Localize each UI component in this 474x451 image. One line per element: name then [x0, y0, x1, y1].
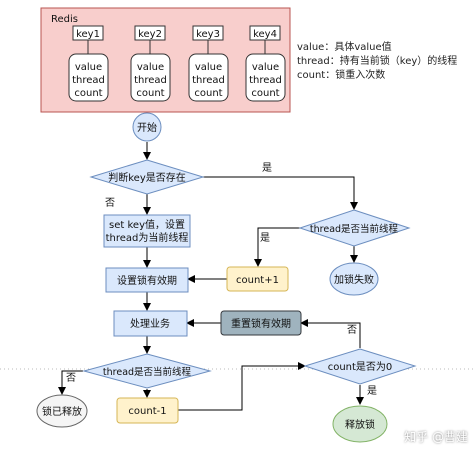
- edge-count-zero-no: [300, 319, 361, 348]
- thread-current-top-label: thread是否当前线程: [310, 223, 399, 235]
- count-line: count: [251, 88, 279, 99]
- redis-key-1: key1 value thread count: [68, 25, 109, 102]
- process-node: 处理业务: [113, 310, 188, 337]
- count-plus-node: count+1: [226, 266, 289, 292]
- count-plus-label: count+1: [236, 275, 279, 286]
- count-line: count: [194, 88, 222, 99]
- set-expire-node: 设置锁有效期: [105, 267, 189, 293]
- thread-line: thread: [134, 75, 167, 86]
- label-bottom-thread-no: 否: [66, 372, 76, 384]
- thread-line: thread: [249, 75, 282, 86]
- set-key-node: set key值，设置 thread为当前线程: [103, 214, 191, 248]
- count-zero-decision: count是否为0: [303, 348, 417, 385]
- process-label: 处理业务: [130, 317, 170, 330]
- set-expire-label: 设置锁有效期: [117, 274, 177, 287]
- value-line: value: [252, 62, 279, 73]
- thread-line: thread: [72, 75, 105, 86]
- thread-current-bottom-label: thread是否当前线程: [103, 366, 192, 378]
- redis-key-2: key2 value thread count: [130, 25, 171, 102]
- start-label: 开始: [137, 121, 157, 134]
- thread-current-decision-top: thread是否当前线程: [298, 209, 411, 247]
- key-label: key1: [76, 29, 100, 40]
- legend-count: count：锁重入次数: [297, 70, 386, 81]
- reset-expire-node: 重置锁有效期: [220, 310, 302, 336]
- legend-value: value：具体value值: [297, 42, 392, 53]
- edges: [58, 142, 364, 411]
- release-lock-label: 释放锁: [345, 418, 375, 431]
- label-count-zero-yes: 是: [367, 385, 377, 397]
- watermark: 知乎 @曹建: [404, 430, 468, 444]
- edge-top-thread-yes: [254, 227, 300, 267]
- redis-key-4: key4 value thread count: [245, 25, 286, 102]
- count-line: count: [74, 88, 102, 99]
- lock-fail-label: 加锁失败: [334, 273, 374, 286]
- release-lock-node: 释放锁: [332, 405, 388, 443]
- edge-count-minus-to-count-zero: [178, 362, 306, 411]
- count-zero-label: count是否为0: [328, 361, 393, 373]
- legend-thread: thread：持有当前锁（key）的线程: [297, 56, 458, 67]
- count-minus-label: count-1: [128, 406, 166, 417]
- lock-released-label: 锁已释放: [42, 405, 82, 418]
- label-exists-yes: 是: [262, 162, 272, 174]
- value-line: value: [75, 62, 102, 73]
- key-label: key3: [196, 29, 220, 40]
- thread-line: thread: [192, 75, 225, 86]
- reset-expire-label: 重置锁有效期: [231, 317, 291, 330]
- key-exists-label: 判断key是否存在: [108, 171, 186, 184]
- redis-title: Redis: [51, 14, 78, 25]
- set-key-line-1: set key值，设置: [109, 218, 185, 231]
- label-exists-no: 否: [105, 197, 115, 209]
- set-key-line-2: thread为当前线程: [106, 231, 189, 244]
- value-line: value: [195, 62, 222, 73]
- edge-key-exists-yes: [203, 176, 358, 210]
- label-top-thread-yes: 是: [260, 232, 270, 244]
- value-line: value: [137, 62, 164, 73]
- edge-bottom-thread-no: [58, 370, 83, 395]
- count-minus-node: count-1: [116, 397, 179, 424]
- thread-current-decision-bottom: thread是否当前线程: [82, 353, 212, 389]
- start-node: 开始: [132, 112, 162, 142]
- label-count-zero-no: 否: [347, 324, 357, 336]
- count-line: count: [136, 88, 164, 99]
- lock-fail-node: 加锁失败: [329, 262, 379, 296]
- key-exists-decision: 判断key是否存在: [89, 159, 205, 195]
- lock-released-node: 锁已释放: [36, 394, 88, 428]
- key-label: key2: [138, 29, 162, 40]
- redis-key-3: key3 value thread count: [188, 25, 229, 102]
- key-label: key4: [253, 29, 277, 40]
